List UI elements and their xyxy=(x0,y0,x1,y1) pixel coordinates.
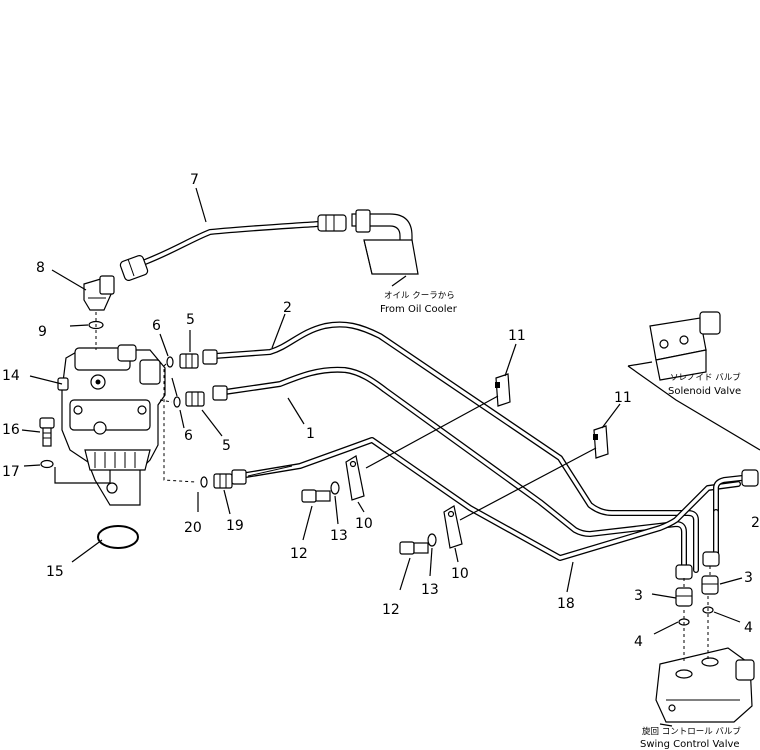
callout-11-right: 11 xyxy=(614,390,632,406)
callout-18: 18 xyxy=(557,596,575,612)
washer-13b xyxy=(427,533,437,547)
callout-5-mid: 5 xyxy=(222,438,231,454)
washer-17 xyxy=(40,459,54,469)
callout-17: 17 xyxy=(2,464,20,480)
callout-12-right: 12 xyxy=(382,602,400,618)
callout-4-left: 4 xyxy=(634,634,643,650)
callout-16: 16 xyxy=(2,422,20,438)
solenoid-label-jp: ソレノイド バルブ xyxy=(670,372,741,383)
callout-13-left: 13 xyxy=(330,528,348,544)
fitting-5a xyxy=(179,353,199,369)
oil-cooler-elbow xyxy=(351,209,419,275)
callout-13-right: 13 xyxy=(421,582,439,598)
o-ring-15 xyxy=(97,525,139,549)
pipe-1 xyxy=(212,366,687,575)
clamp-11a xyxy=(495,373,511,407)
callout-11-left: 11 xyxy=(508,328,526,344)
callout-12-left: 12 xyxy=(290,546,308,562)
callout-6-top: 6 xyxy=(152,318,161,334)
callout-14: 14 xyxy=(2,368,20,384)
pipe-end-a xyxy=(675,564,693,580)
bolt-12a xyxy=(301,489,331,503)
fitting-3b xyxy=(701,575,719,595)
callout-20: 20 xyxy=(184,520,202,536)
solenoid-label-en: Solenoid Valve xyxy=(668,386,741,397)
oil-cooler-label-en: From Oil Cooler xyxy=(380,304,458,315)
washer-13a xyxy=(330,481,340,495)
o-ring-6b xyxy=(173,396,181,408)
callout-3-left: 3 xyxy=(634,588,643,604)
callout-10-right: 10 xyxy=(451,566,469,582)
bolt-16 xyxy=(39,417,55,447)
callout-1: 1 xyxy=(306,426,315,442)
swing-control-valve xyxy=(655,647,755,723)
callout-9: 9 xyxy=(38,324,47,340)
callout-2-top: 2 xyxy=(283,300,292,316)
bolt-12b xyxy=(399,541,429,555)
hose-7 xyxy=(119,214,347,281)
text-labels: オイル クーラから From Oil Cooler ソレノイド バルブ Sole… xyxy=(380,291,741,750)
callout-8: 8 xyxy=(36,260,45,276)
pipe-2 xyxy=(202,321,699,573)
clamp-11b xyxy=(593,425,609,459)
swing-valve-label-en: Swing Control Valve xyxy=(640,739,740,750)
motor-14 xyxy=(57,344,166,506)
callout-19: 19 xyxy=(226,518,244,534)
bracket-10a xyxy=(345,455,365,501)
callout-10-left: 10 xyxy=(355,516,373,532)
solenoid-valve xyxy=(649,311,721,381)
callout-6-mid: 6 xyxy=(184,428,193,444)
bracket-10b xyxy=(443,505,463,549)
callout-4-right: 4 xyxy=(744,620,753,636)
fitting-19 xyxy=(213,473,233,489)
callout-numbers: 7 8 9 6 5 2 14 16 17 6 5 1 11 11 20 19 1… xyxy=(2,172,760,650)
oil-cooler-label-jp: オイル クーラから xyxy=(384,291,455,301)
callout-3-right: 3 xyxy=(744,570,753,586)
pipe-end-b xyxy=(702,551,720,567)
leader-lines xyxy=(21,187,760,727)
callout-2-right: 2 xyxy=(751,515,760,531)
callout-7: 7 xyxy=(190,172,199,188)
o-ring-6a xyxy=(166,356,174,368)
pipe-2-right xyxy=(713,469,759,563)
pipe-18 xyxy=(231,437,741,561)
fitting-5b xyxy=(185,391,205,407)
elbow-8 xyxy=(83,275,115,311)
fitting-3a xyxy=(675,587,693,607)
callout-15: 15 xyxy=(46,564,64,580)
swing-valve-label-jp: 旋回 コントロール バルブ xyxy=(642,726,741,737)
o-ring-20 xyxy=(200,476,208,488)
callout-5-top: 5 xyxy=(186,312,195,328)
